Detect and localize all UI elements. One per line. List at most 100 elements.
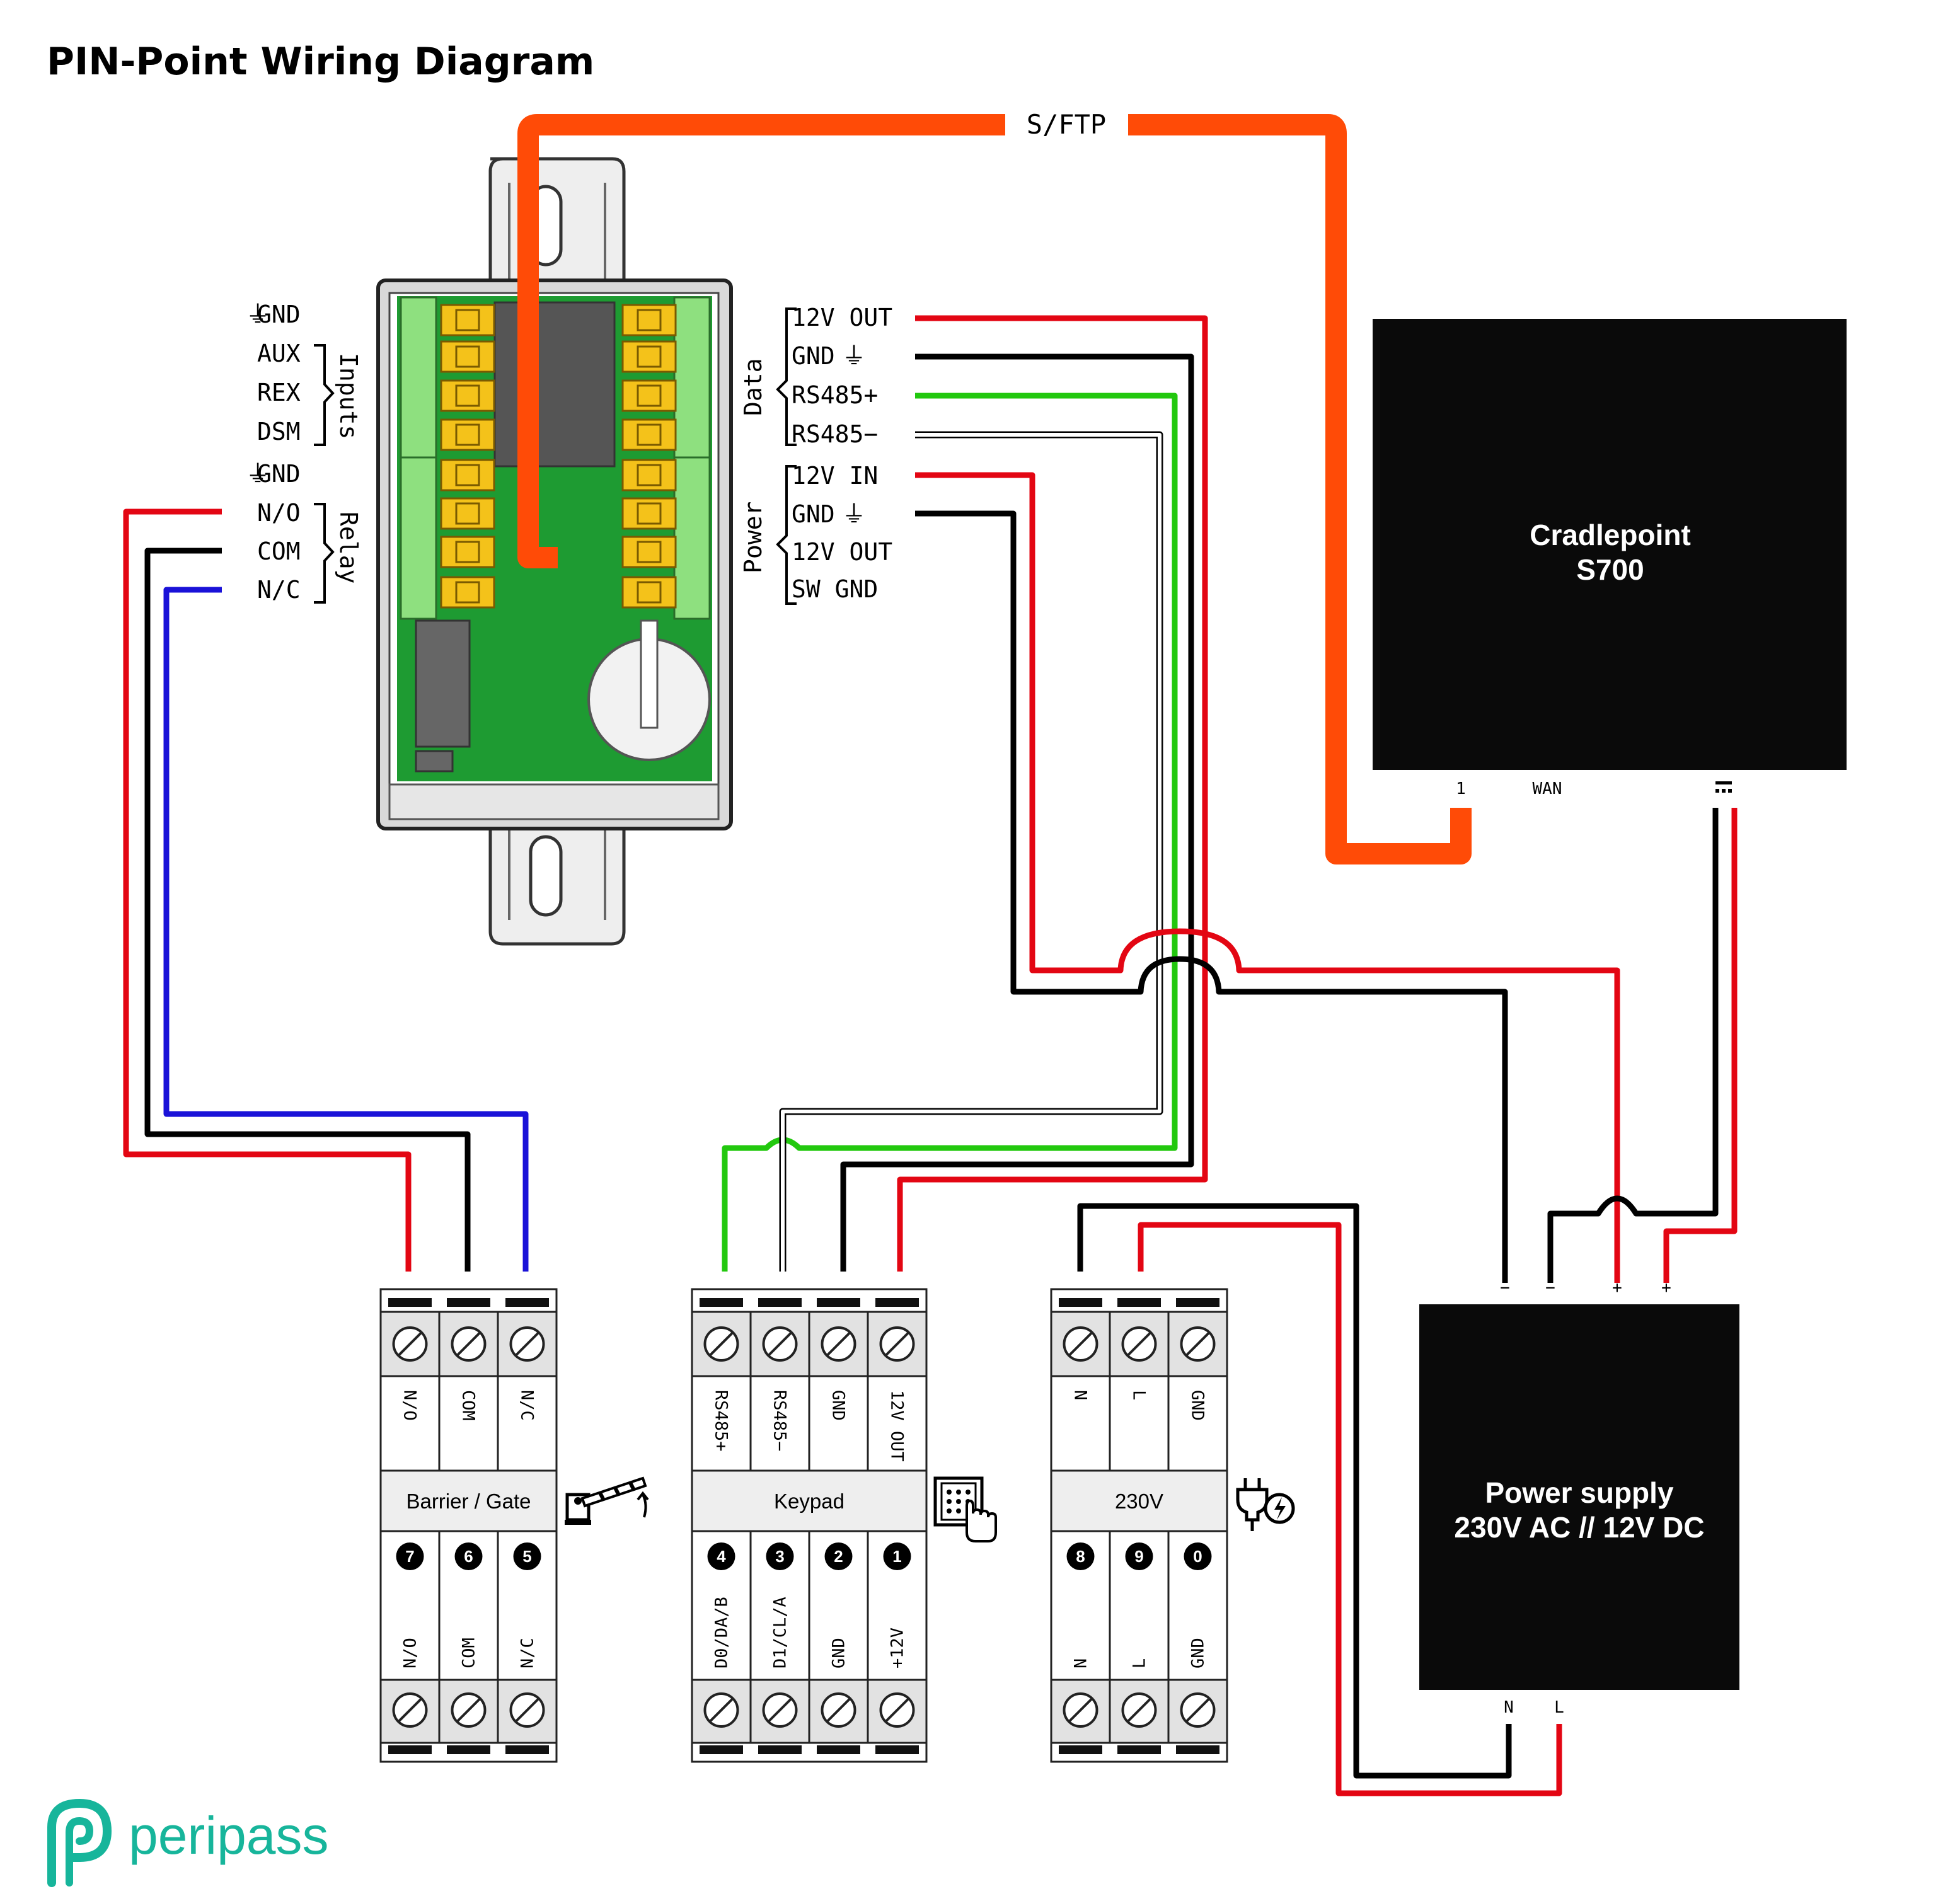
controller-pin-screw (637, 384, 662, 407)
screw-slot (768, 1697, 792, 1723)
terminal-label-cell (1050, 1375, 1111, 1472)
terminal-bottom-bar (875, 1745, 919, 1754)
ground-icon: ⏚ (842, 342, 866, 370)
label-aux: AUX (257, 340, 301, 367)
controller-left-labels: ⏚ GND AUX REX DSM ⏚ GND N/O COM N/C Inpu… (246, 301, 362, 604)
terminal-top-bar (875, 1298, 919, 1307)
mains-number-badge-1 (1066, 1542, 1095, 1570)
screw-slot (398, 1697, 422, 1723)
terminal-bottom-bar (388, 1745, 432, 1754)
barrier-title-band (379, 1469, 558, 1532)
keypad-icon (933, 1476, 997, 1542)
screw-slot (885, 1331, 909, 1357)
terminal-top-bar (505, 1298, 549, 1307)
label-gnd-power: GND (792, 500, 835, 528)
barrier-number-2: 6 (464, 1547, 473, 1566)
psu-terminal-n: N (1504, 1698, 1514, 1717)
controller-right-labels: Data Power 12V OUT GND ⏚ RS485+ RS485− 1… (739, 304, 892, 605)
label-rs485-minus: RS485− (792, 420, 878, 448)
router-port-wan-label: WAN (1533, 779, 1562, 798)
label-gnd-top: GND (257, 301, 301, 328)
screw-slot (456, 1697, 481, 1723)
mains-number-1: 8 (1076, 1547, 1085, 1566)
screw-slot (1127, 1697, 1151, 1723)
controller-pin-screw (455, 384, 480, 407)
keypad-top-label-4: 12V OUT (887, 1390, 907, 1462)
screw-slot (1185, 1697, 1210, 1723)
mains-number-3: 0 (1193, 1547, 1202, 1566)
controller-pin-screw (455, 309, 480, 331)
keypad-top-label-1: RS485+ (712, 1390, 731, 1452)
screw-slot (515, 1697, 539, 1723)
power-supply: Power supply 230V AC // 12V DC − − + + N… (1419, 1278, 1739, 1717)
keypad-bottom-label-1: D0/DA/B (712, 1597, 732, 1668)
controller-terminal-pins (440, 304, 677, 609)
mains-top-label-1: N (1071, 1390, 1090, 1400)
keypad-number-badge-1 (707, 1542, 735, 1570)
barrier-top-label-3: N/C (517, 1390, 537, 1421)
controller-pin-screw (637, 581, 662, 604)
label-12v-out-data: 12V OUT (792, 304, 892, 331)
terminal-label-cell (497, 1375, 558, 1472)
screw-slot (456, 1331, 481, 1357)
barrier-bottom-label-2: COM (459, 1638, 479, 1668)
psu-name-line1: Power supply (1485, 1476, 1673, 1509)
keypad-number-2: 3 (775, 1547, 784, 1566)
terminal-top-bar (700, 1298, 743, 1307)
barrier-bottom-label-3: N/C (518, 1638, 538, 1668)
keypad-block-title: Keypad (774, 1490, 845, 1513)
controller-pin-screw (637, 502, 662, 525)
terminal-top-bar (388, 1298, 432, 1307)
terminal-bottom-bar (700, 1745, 743, 1754)
screw-slot (1068, 1697, 1093, 1723)
screw-slot (515, 1331, 539, 1357)
keypad-top-label-2: RS485− (770, 1390, 790, 1452)
router-name-line2: S700 (1576, 553, 1644, 586)
barrier-number-badge-2 (454, 1542, 483, 1570)
keypad-number-4: 1 (892, 1547, 901, 1566)
psu-terminal-minus-1: − (1500, 1278, 1510, 1297)
controller-pin-screw (455, 423, 480, 446)
keypad-bottom-label-4: +12V (888, 1628, 908, 1668)
controller-pin-screw (455, 541, 480, 563)
cradlepoint-router: Cradlepoint S700 1 WAN (1373, 319, 1847, 798)
ground-icon: ⏚ (246, 460, 270, 488)
page-title: PIN-Point Wiring Diagram (47, 40, 594, 84)
wire-relay-com (144, 548, 471, 1272)
terminal-top-bar (817, 1298, 860, 1307)
mains-title-band (1050, 1469, 1228, 1532)
psu-name-line2: 230V AC // 12V DC (1454, 1511, 1704, 1544)
label-12v-in: 12V IN (792, 462, 878, 490)
label-gnd-mid: GND (257, 460, 301, 488)
controller-pin-screw (455, 581, 480, 604)
ground-icon: ⏚ (842, 500, 866, 528)
terminal-top-bar (1176, 1298, 1219, 1307)
peripass-logo-text: peripass (129, 1806, 329, 1865)
barrier-number-badge-1 (396, 1542, 424, 1570)
label-gnd-data: GND (792, 342, 835, 370)
psu-terminal-l: L (1554, 1698, 1564, 1717)
relay-group-label: Relay (335, 512, 362, 583)
label-com: COM (257, 537, 301, 565)
screw-slot (398, 1331, 422, 1357)
terminal-bottom-bar (505, 1745, 549, 1754)
wire-mains-l (1138, 1222, 1562, 1796)
screw-slot (1127, 1331, 1151, 1357)
keypad-title-band (691, 1469, 928, 1532)
label-dsm: DSM (257, 418, 301, 445)
wire-mains-n (1077, 1203, 1512, 1779)
psu-terminal-minus-2: − (1545, 1278, 1555, 1297)
terminal-screw-area (867, 1679, 928, 1744)
label-sw-gnd: SW GND (792, 575, 878, 603)
controller-pin-screw (637, 423, 662, 446)
router-box (1373, 319, 1847, 770)
label-rex: REX (257, 379, 301, 406)
controller-pin-screw (637, 541, 662, 563)
barrier-number-1: 7 (405, 1547, 414, 1566)
sftp-cable-label: S/FTP (1027, 109, 1106, 140)
screw-slot (826, 1331, 851, 1357)
terminal-bottom-bar (447, 1745, 490, 1754)
barrier-bottom-label-1: N/O (401, 1638, 420, 1668)
